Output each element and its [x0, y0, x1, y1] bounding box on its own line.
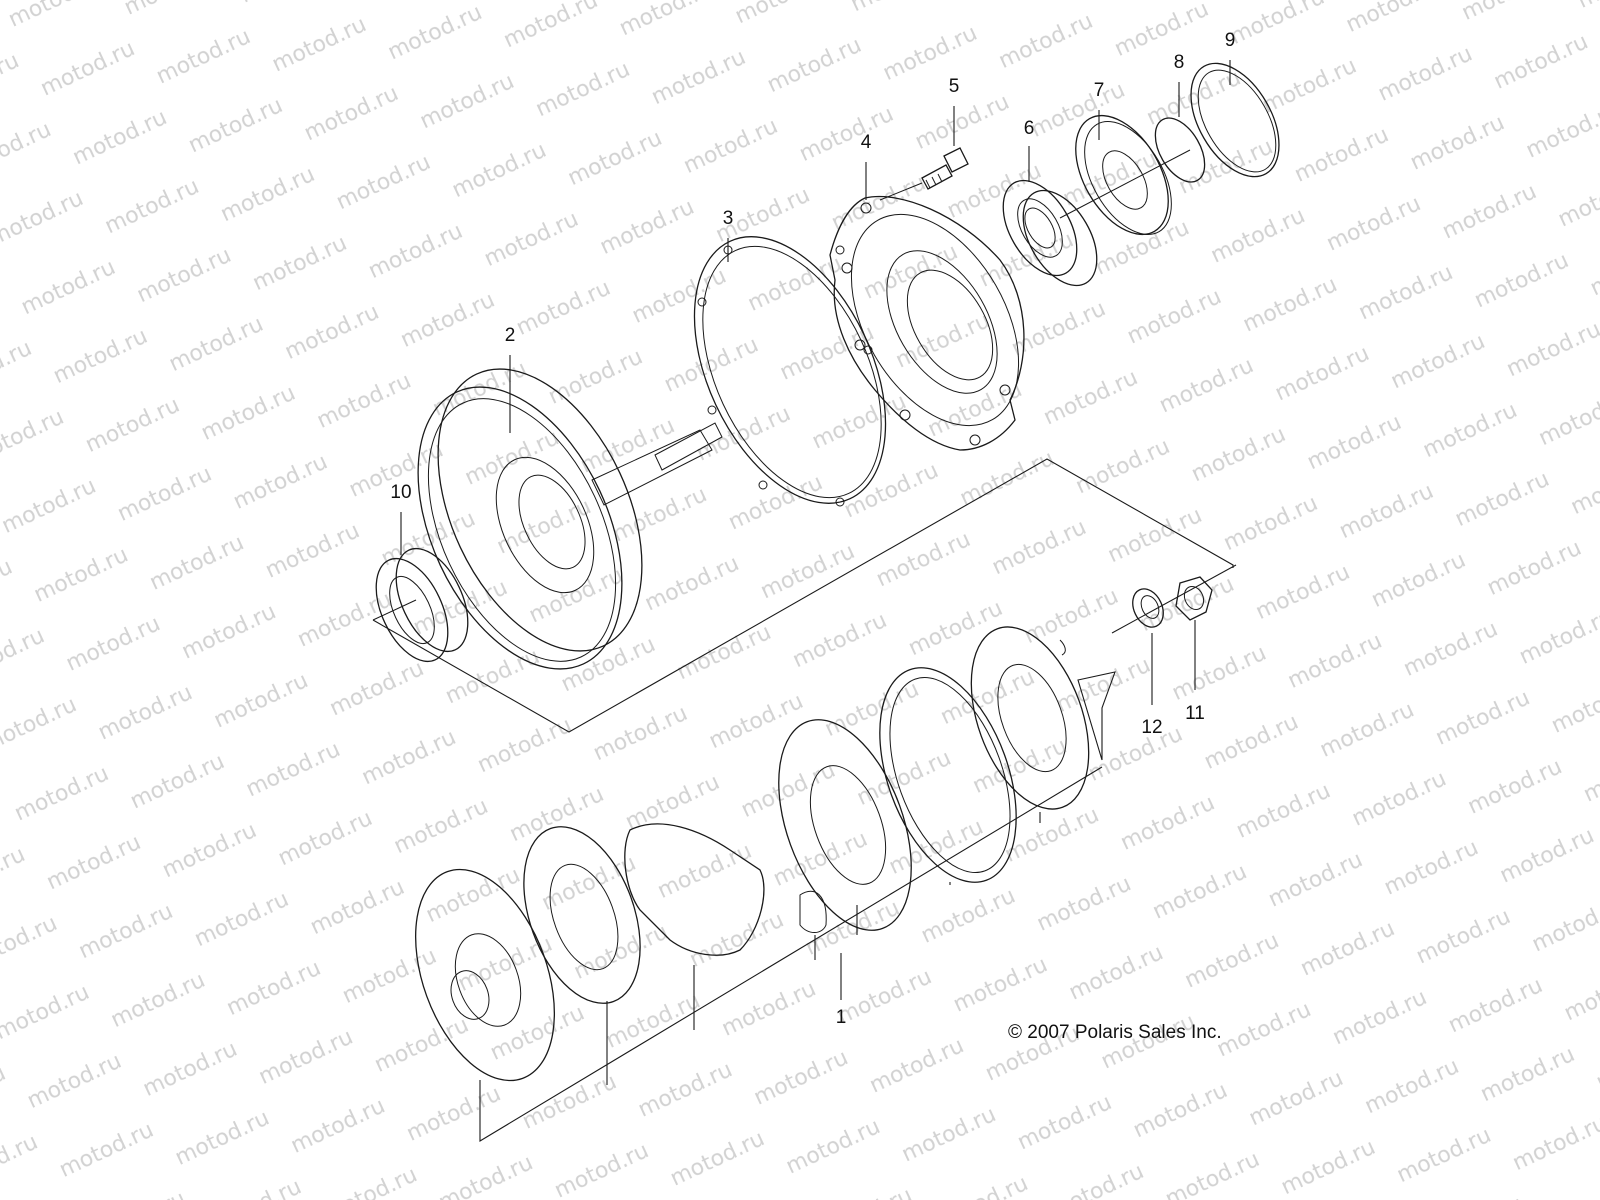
callout-11[interactable]: 11	[1185, 703, 1205, 724]
part-11-nut[interactable]	[1111, 564, 1237, 690]
callout-1[interactable]: 1	[835, 1007, 847, 1028]
callout-5[interactable]: 5	[948, 76, 960, 97]
callout-4[interactable]: 4	[860, 132, 872, 153]
callout-7[interactable]: 7	[1093, 80, 1105, 101]
copyright-notice: © 2007 Polaris Sales Inc.	[1008, 1022, 1222, 1043]
callout-12[interactable]: 12	[1141, 717, 1163, 738]
part-10-seal-ring[interactable]	[362, 512, 483, 673]
part-9-retaining-ring[interactable]	[1173, 48, 1297, 191]
callout-10[interactable]: 10	[390, 482, 412, 503]
part-2-clutch-drum[interactable]	[377, 337, 723, 701]
part-12-washer[interactable]	[1127, 584, 1169, 705]
part-5-bolt[interactable]	[879, 106, 969, 201]
part-7-seal[interactable]	[1057, 100, 1190, 251]
callout-9[interactable]: 9	[1224, 30, 1236, 51]
callout-3[interactable]: 3	[722, 208, 734, 229]
assembly-frame	[372, 458, 1234, 733]
part-1-clutch-assembly[interactable]	[389, 611, 1116, 1142]
callout-2[interactable]: 2	[504, 325, 516, 346]
part-8-snap-ring[interactable]	[1145, 82, 1215, 190]
part-3-gasket[interactable]	[656, 207, 925, 534]
callout-6[interactable]: 6	[1023, 118, 1035, 139]
part-6-bearing[interactable]	[988, 146, 1191, 298]
part-4-clutch-cover-housing[interactable]	[817, 162, 1053, 455]
callout-8[interactable]: 8	[1173, 52, 1185, 73]
